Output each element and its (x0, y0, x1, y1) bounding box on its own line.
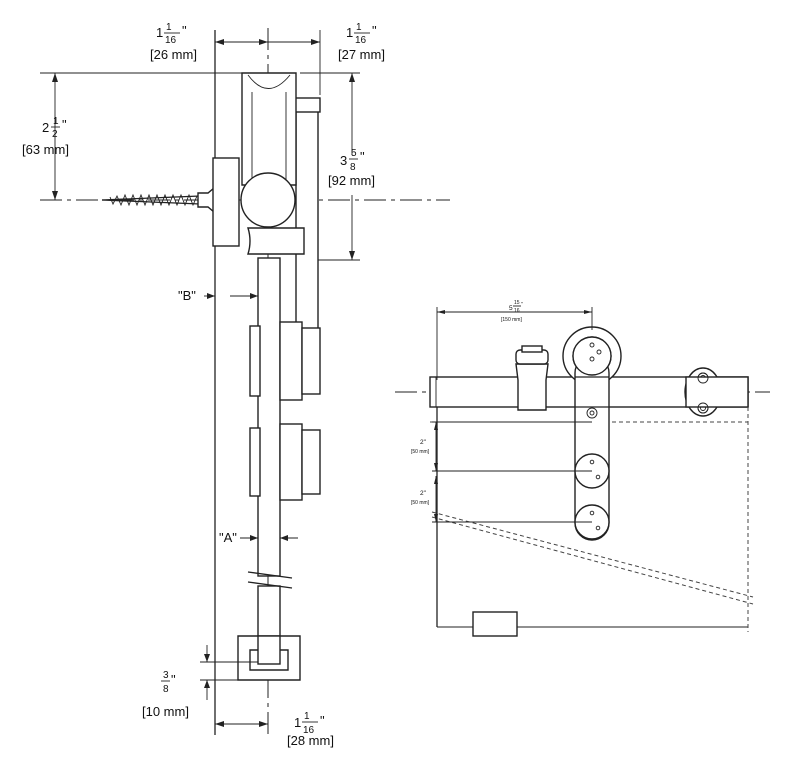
dim-guide-width: 1 1 16 " [28 mm] (287, 711, 334, 748)
svg-text:1: 1 (294, 715, 301, 730)
svg-text:[92 mm]: [92 mm] (328, 173, 375, 188)
svg-text:2": 2" (420, 439, 427, 446)
svg-text:[28 mm]: [28 mm] (287, 733, 334, 748)
svg-text:[26 mm]: [26 mm] (150, 47, 197, 62)
wall-spacer (212, 157, 240, 247)
lag-screw (101, 186, 215, 214)
svg-text:16: 16 (355, 35, 367, 46)
wall-bracket (684, 367, 749, 417)
svg-text:8: 8 (350, 162, 356, 173)
rail-circle (240, 172, 296, 228)
dim-height-left: 2 1 2 " [63 mm] (22, 116, 69, 157)
svg-text:1: 1 (53, 116, 59, 127)
front-floor-guide (472, 611, 518, 637)
svg-text:"A": "A" (219, 530, 237, 545)
svg-text:3: 3 (340, 153, 347, 168)
svg-text:"B": "B" (178, 288, 196, 303)
svg-text:2: 2 (42, 120, 49, 135)
door-stop (515, 345, 549, 411)
hanger-strap (295, 99, 319, 341)
dim-bolt-spacing-1: 2" [50 mm] (411, 439, 430, 455)
svg-text:1: 1 (346, 25, 353, 40)
anti-jump-block (247, 227, 305, 255)
svg-text:1: 1 (156, 25, 163, 40)
svg-text:": " (372, 23, 377, 38)
svg-text:[10 mm]: [10 mm] (142, 704, 189, 719)
svg-text:": " (320, 713, 325, 728)
front-view: 5 15 16 " [150 mm] 2" [50 mm] 2" [50 mm] (395, 300, 770, 637)
dim-top-right: 1 1 16 " [27 mm] (338, 22, 385, 62)
svg-text:[63 mm]: [63 mm] (22, 142, 69, 157)
label-a: "A" (219, 530, 298, 545)
svg-text:8: 8 (163, 684, 169, 695)
dim-height-right: 3 5 8 " [92 mm] (328, 148, 375, 188)
svg-text:5: 5 (351, 148, 357, 159)
svg-text:[150 mm]: [150 mm] (501, 317, 522, 323)
svg-text:15: 15 (514, 300, 520, 306)
dim-top-left: 1 1 16 " [26 mm] (150, 22, 197, 62)
dim-wheel-spacing: 5 15 16 " [150 mm] (501, 300, 523, 323)
svg-text:2": 2" (420, 490, 427, 497)
roller-wheel (241, 72, 297, 186)
svg-text:1: 1 (166, 22, 172, 33)
svg-text:": " (182, 23, 187, 38)
dim-guide-height: 3 8 " [10 mm] (142, 670, 189, 719)
svg-text:1: 1 (356, 22, 362, 33)
door-bolt-lower (249, 423, 321, 501)
svg-text:16: 16 (303, 725, 315, 736)
svg-text:1: 1 (304, 711, 310, 722)
svg-text:16: 16 (165, 35, 177, 46)
svg-text:": " (521, 302, 523, 308)
dim-bolt-spacing-2: 2" [50 mm] (411, 490, 430, 506)
svg-text:[27 mm]: [27 mm] (338, 47, 385, 62)
door-bolt-upper (249, 321, 321, 401)
svg-text:16: 16 (514, 308, 520, 314)
svg-text:[50 mm]: [50 mm] (411, 449, 430, 455)
label-b: "B" (178, 288, 258, 303)
svg-text:": " (171, 672, 176, 687)
svg-text:3: 3 (163, 670, 169, 681)
svg-text:5: 5 (509, 305, 513, 312)
svg-text:2: 2 (52, 129, 58, 140)
side-view: 1 1 16 " [26 mm] 1 1 16 " [27 mm] 2 1 2 … (22, 22, 450, 748)
svg-text:[50 mm]: [50 mm] (411, 500, 430, 506)
svg-text:": " (62, 117, 67, 132)
floor-guide (200, 635, 301, 681)
door-panel (257, 257, 281, 577)
svg-text:": " (360, 149, 365, 164)
